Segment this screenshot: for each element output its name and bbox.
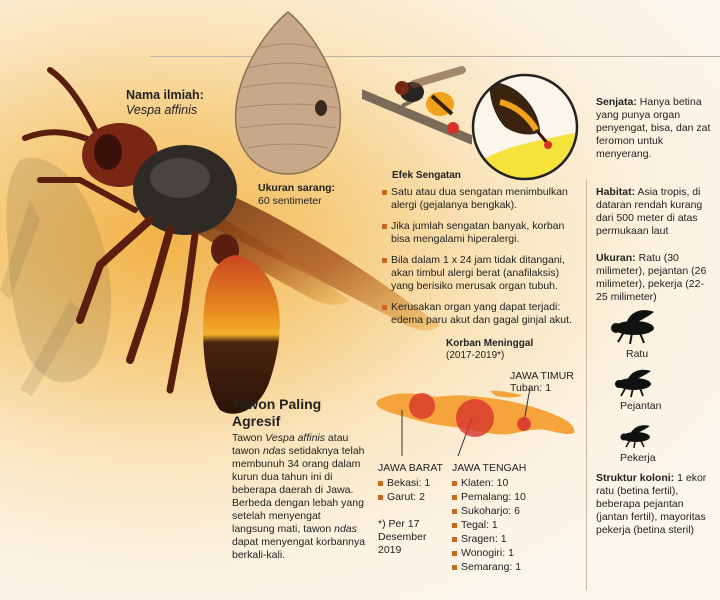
size-value: Ratu (30 milimeter), pejantan (26 milime… <box>596 252 707 303</box>
jawa-timur-item: Tuban: 1 <box>510 382 552 394</box>
java-map <box>376 387 575 457</box>
worker-wasp-icon <box>620 425 650 448</box>
jawa-barat-item: Bekasi: 1 <box>378 477 454 490</box>
nest-image <box>234 11 342 175</box>
sting-effects: Efek Sengatan Satu atau dua sengatan men… <box>382 170 574 335</box>
sting-effect-item: Satu atau dua sengatan menimbulkan alerg… <box>382 186 574 212</box>
body-emphasis: ndas <box>334 523 357 535</box>
colony-text: Struktur koloni: 1 ekor ratu (betina fer… <box>596 472 712 537</box>
body-text: dapat menyengat korbannya berkali-kali. <box>232 536 366 561</box>
colony-value: 1 ekor ratu (betina fertil), beberapa pe… <box>596 472 707 536</box>
male-wasp-icon <box>615 369 651 398</box>
senjata-value: Hanya betina yang punya organ penyengat,… <box>596 96 711 160</box>
right-column-divider <box>586 180 587 590</box>
jawa-tengah-item: Klaten: 10 <box>452 477 562 490</box>
sting-effect-item: Kerusakan organ yang dapat terjadi: edem… <box>382 301 574 327</box>
footnote: *) Per 17 Desember 2019 <box>378 518 427 556</box>
headline: Tawon Paling Agresif <box>232 396 322 429</box>
sting-effects-title: Efek Sengatan <box>392 170 461 181</box>
bubble-jawa-timur <box>517 417 531 431</box>
deaths-period: (2017-2019*) <box>446 350 505 361</box>
queen-label: Ratu <box>626 348 649 360</box>
jawa-barat-item: Garut: 2 <box>378 491 454 504</box>
wasp-illustration <box>22 67 440 414</box>
jawa-tengah-item: Wonogiri: 1 <box>452 547 562 560</box>
body-text: setidaknya telah membunuh 34 orang dalam… <box>232 445 365 535</box>
nest-size-value: 60 sentimeter <box>258 195 322 207</box>
size-text: Ukuran: Ratu (30 milimeter), pejantan (2… <box>596 252 710 304</box>
queen-wasp-icon <box>611 310 654 345</box>
bubble-jawa-tengah <box>456 399 494 437</box>
jawa-timur-title: JAWA TIMUR <box>510 370 574 382</box>
scientific-name-value: Vespa affinis <box>126 103 198 117</box>
jawa-tengah-title: JAWA TENGAH <box>452 462 527 474</box>
branch-wasp-image <box>362 66 472 145</box>
body-text: Tawon <box>232 432 266 444</box>
jawa-tengah-item: Sragen: 1 <box>452 533 562 546</box>
body-emphasis: ndas <box>262 445 286 457</box>
nest-size-label: Ukuran sarang: <box>258 182 336 194</box>
senjata-text: Senjata: Hanya betina yang punya organ p… <box>596 96 714 161</box>
wasp-shadow <box>0 158 112 396</box>
body-paragraph: Tawon Vespa affinis atau tawon ndas seti… <box>232 432 366 562</box>
worker-label: Pekerja <box>620 452 656 464</box>
senjata-label: Senjata: <box>596 96 637 108</box>
jawa-barat-title: JAWA BARAT <box>378 462 443 474</box>
stinger-closeup <box>471 73 579 181</box>
size-label: Ukuran: <box>596 252 636 264</box>
deaths-title: Korban Meninggal <box>446 338 534 349</box>
sting-effect-item: Bila dalam 1 x 24 jam tidak ditangani, a… <box>382 254 574 293</box>
scientific-name-label: Nama ilmiah: <box>126 88 204 102</box>
body-emphasis: Vespa affinis <box>265 432 326 444</box>
body-text: atau tawon <box>232 432 349 457</box>
colony-label: Struktur koloni: <box>596 472 675 484</box>
jawa-tengah-item: Tegal: 1 <box>452 519 562 532</box>
jawa-tengah-item: Pemalang: 10 <box>452 491 562 504</box>
top-divider <box>150 56 720 57</box>
male-label: Pejantan <box>620 400 662 412</box>
jawa-tengah-item: Semarang: 1 <box>452 561 562 574</box>
habitat-value: Asia tropis, di dataran rendah kurang da… <box>596 186 703 237</box>
habitat-text: Habitat: Asia tropis, di dataran rendah … <box>596 186 710 238</box>
bubble-jawa-barat <box>409 393 435 419</box>
jawa-tengah-item: Sukoharjo: 6 <box>452 505 562 518</box>
sting-effect-item: Jika jumlah sengatan banyak, korban bisa… <box>382 220 574 246</box>
habitat-label: Habitat: <box>596 186 636 198</box>
